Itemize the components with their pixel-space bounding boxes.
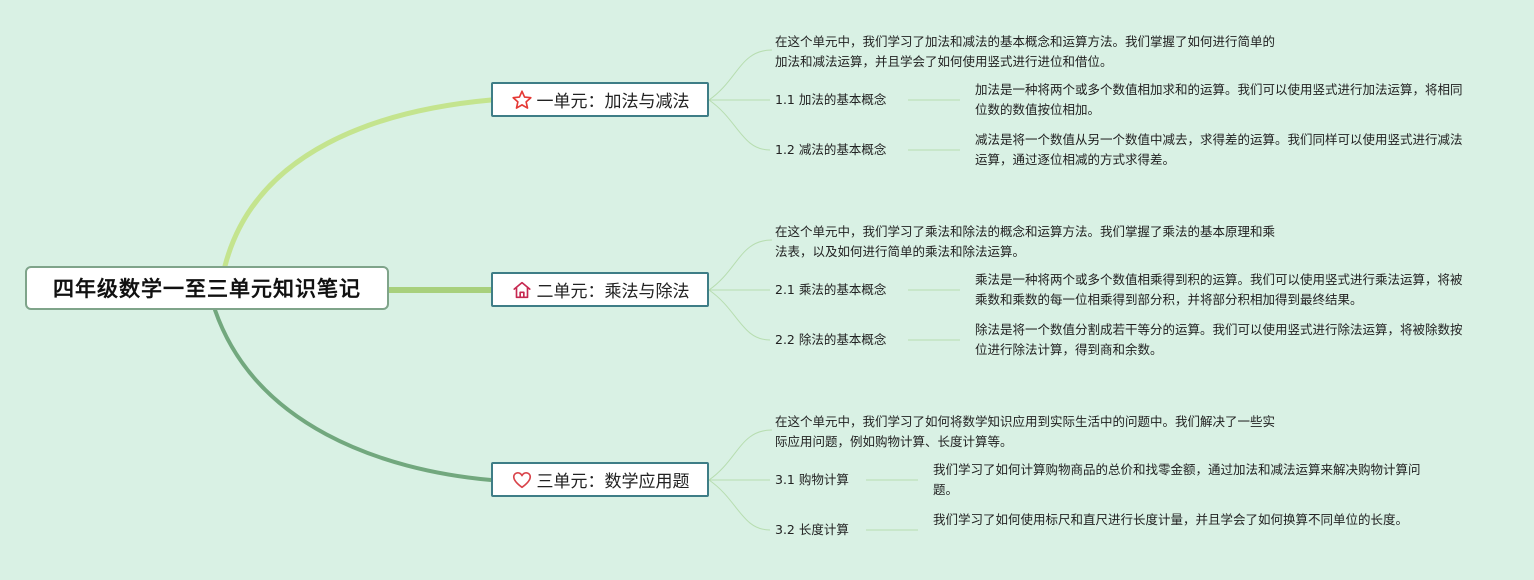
connector-u2-summary bbox=[708, 239, 773, 291]
unit-3-sub-1-desc: 我们学习了如何计算购物商品的总价和找零金额，通过加法和减法运算来解决购物计算问题… bbox=[933, 462, 1421, 497]
unit-2-sub-2-desc: 除法是将一个数值分割成若干等分的运算。我们可以使用竖式进行除法运算，将被除数按位… bbox=[975, 322, 1463, 357]
unit-2-title: 二单元：乘法与除法 bbox=[536, 282, 690, 302]
unit-1-sub-2-desc: 减法是将一个数值从另一个数值中减去，求得差的运算。我们同样可以使用竖式进行减法运… bbox=[975, 132, 1463, 167]
connector-u1-summary bbox=[708, 49, 773, 101]
home-icon bbox=[511, 279, 533, 301]
branch-line-unit-3 bbox=[213, 308, 493, 482]
star-icon bbox=[511, 89, 533, 111]
unit-3-sub-1-label[interactable]: 3.1 购物计算 bbox=[775, 472, 849, 487]
unit-3-sub-2-desc: 我们学习了如何使用标尺和直尺进行长度计量，并且学会了如何换算不同单位的长度。 bbox=[933, 512, 1409, 527]
unit-1-topic[interactable]: 一单元：加法与减法 bbox=[491, 82, 709, 117]
unit-2-sub-1-desc: 乘法是一种将两个或多个数值相乘得到积的运算。我们可以使用竖式进行乘法运算，将被乘… bbox=[975, 272, 1463, 307]
unit-3-sub-2-label[interactable]: 3.2 长度计算 bbox=[775, 522, 849, 537]
unit-3-title: 三单元：数学应用题 bbox=[536, 472, 690, 492]
unit-1-sub-1-desc: 加法是一种将两个或多个数值相加求和的运算。我们可以使用竖式进行加法运算，将相同位… bbox=[975, 82, 1463, 117]
unit-1-title: 一单元：加法与减法 bbox=[536, 92, 690, 112]
unit-2-sub-1-label[interactable]: 2.1 乘法的基本概念 bbox=[775, 282, 887, 297]
branch-line-unit-1 bbox=[222, 97, 494, 269]
root-topic-label: 四年级数学一至三单元知识笔记 bbox=[53, 277, 361, 301]
heart-icon bbox=[511, 469, 533, 491]
root-topic[interactable]: 四年级数学一至三单元知识笔记 bbox=[25, 266, 389, 310]
connector-u2-sub2 bbox=[708, 289, 771, 341]
unit-2-sub-2-label[interactable]: 2.2 除法的基本概念 bbox=[775, 332, 887, 347]
unit-3-topic[interactable]: 三单元：数学应用题 bbox=[491, 462, 709, 497]
unit-1-sub-1-label[interactable]: 1.1 加法的基本概念 bbox=[775, 92, 887, 107]
connector-u3-sub2 bbox=[708, 479, 771, 531]
unit-2-topic[interactable]: 二单元：乘法与除法 bbox=[491, 272, 709, 307]
connector-u3-summary bbox=[708, 429, 773, 481]
unit-3-summary: 在这个单元中，我们学习了如何将数学知识应用到实际生活中的问题中。我们解决了一些实… bbox=[775, 414, 1276, 449]
connector-u1-sub2 bbox=[708, 99, 771, 151]
unit-1-summary: 在这个单元中，我们学习了加法和减法的基本概念和运算方法。我们掌握了如何进行简单的… bbox=[775, 34, 1276, 69]
unit-2-summary: 在这个单元中，我们学习了乘法和除法的概念和运算方法。我们掌握了乘法的基本原理和乘… bbox=[775, 224, 1276, 259]
unit-1-sub-2-label[interactable]: 1.2 减法的基本概念 bbox=[775, 142, 887, 157]
